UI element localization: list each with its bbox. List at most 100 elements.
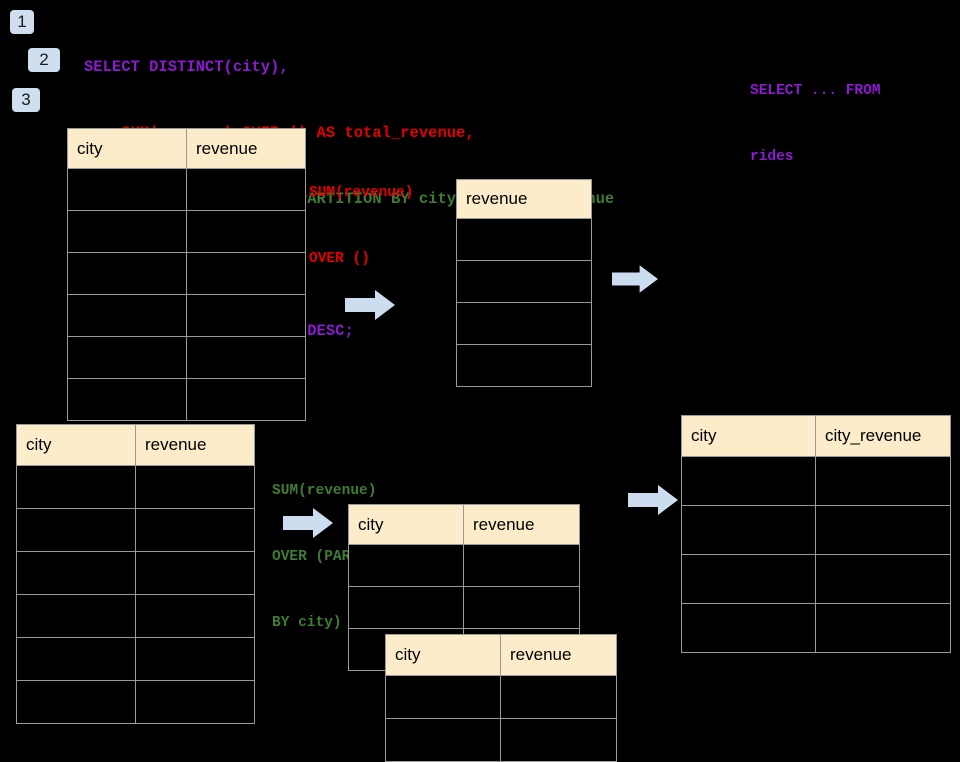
table-cell bbox=[385, 675, 501, 719]
table-row bbox=[67, 378, 306, 421]
table-cell bbox=[67, 378, 187, 421]
table-cell bbox=[681, 554, 816, 604]
table-row bbox=[681, 603, 951, 653]
table-cell bbox=[815, 505, 951, 555]
annotation-select-from: SELECT ... FROM rides bbox=[750, 36, 881, 190]
column-header-revenue: revenue bbox=[135, 424, 255, 466]
table-cell bbox=[186, 378, 306, 421]
table-cell bbox=[67, 336, 187, 379]
table-cell bbox=[385, 718, 501, 762]
table-header-row: city revenue bbox=[385, 634, 617, 676]
table-cell bbox=[815, 554, 951, 604]
table-row bbox=[67, 252, 306, 295]
table-row bbox=[16, 680, 255, 724]
table-body bbox=[16, 465, 255, 724]
annotation-sum-over-empty: SUM(revenue) OVER () bbox=[309, 138, 413, 292]
table-body bbox=[67, 168, 306, 421]
table-cell bbox=[16, 594, 136, 638]
table-cell bbox=[67, 252, 187, 295]
table-row bbox=[681, 456, 951, 506]
table-body bbox=[456, 218, 592, 387]
column-header-revenue: revenue bbox=[463, 504, 580, 545]
table-cell bbox=[463, 544, 580, 587]
arrow-total-to-result bbox=[612, 265, 658, 293]
table-row bbox=[16, 465, 255, 509]
table-row bbox=[16, 551, 255, 595]
table-cell bbox=[135, 465, 255, 509]
table-cell bbox=[67, 168, 187, 211]
column-header-city: city bbox=[681, 415, 816, 457]
table-cell bbox=[67, 210, 187, 253]
table-row bbox=[348, 586, 580, 629]
result-table: city city_revenue bbox=[681, 415, 951, 653]
table-cell bbox=[186, 336, 306, 379]
table-cell bbox=[186, 252, 306, 295]
column-header-revenue: revenue bbox=[456, 179, 592, 219]
column-header-city: city bbox=[348, 504, 464, 545]
rides-table-top: city revenue bbox=[67, 128, 306, 421]
column-header-revenue: revenue bbox=[500, 634, 617, 676]
column-header-city: city bbox=[67, 128, 187, 169]
table-header-row: city city_revenue bbox=[681, 415, 951, 457]
annotation-sum-over-partition-line3: BY city) bbox=[272, 615, 342, 631]
table-row bbox=[456, 260, 592, 303]
table-row bbox=[385, 718, 617, 762]
table-cell bbox=[135, 680, 255, 724]
annotation-sum-over-partition-line1: SUM(revenue) bbox=[272, 483, 377, 499]
table-row bbox=[681, 505, 951, 555]
column-header-city-revenue: city_revenue bbox=[815, 415, 951, 457]
table-cell bbox=[135, 551, 255, 595]
table-cell bbox=[135, 594, 255, 638]
table-header-row: revenue bbox=[456, 179, 592, 219]
table-cell bbox=[681, 456, 816, 506]
table-row bbox=[348, 544, 580, 587]
total-revenue-table: revenue bbox=[456, 179, 592, 387]
table-cell bbox=[456, 218, 592, 261]
table-cell bbox=[456, 302, 592, 345]
annotation-select-from-line2: rides bbox=[750, 149, 794, 165]
column-header-city: city bbox=[16, 424, 136, 466]
table-cell bbox=[16, 680, 136, 724]
table-cell bbox=[16, 637, 136, 681]
table-cell bbox=[681, 505, 816, 555]
table-header-row: city revenue bbox=[16, 424, 255, 466]
rides-table-bottom: city revenue bbox=[16, 424, 255, 724]
table-cell bbox=[16, 508, 136, 552]
table-row bbox=[456, 302, 592, 345]
column-header-city: city bbox=[385, 634, 501, 676]
arrow-rides-to-partition bbox=[283, 508, 333, 538]
table-cell bbox=[456, 344, 592, 387]
table-cell bbox=[815, 456, 951, 506]
annotation-select-from-line1: SELECT ... FROM bbox=[750, 83, 881, 99]
arrow-rides-to-total bbox=[345, 290, 395, 320]
table-cell bbox=[135, 637, 255, 681]
table-cell bbox=[16, 465, 136, 509]
table-row bbox=[385, 675, 617, 719]
table-cell bbox=[135, 508, 255, 552]
step-badge-2[interactable]: 2 bbox=[28, 48, 60, 72]
table-row bbox=[16, 508, 255, 552]
table-header-row: city revenue bbox=[348, 504, 580, 545]
table-row bbox=[456, 344, 592, 387]
table-cell bbox=[186, 294, 306, 337]
arrow-partition-to-result bbox=[628, 485, 678, 515]
table-row bbox=[67, 294, 306, 337]
table-row bbox=[67, 336, 306, 379]
table-row bbox=[67, 168, 306, 211]
table-cell bbox=[456, 260, 592, 303]
table-cell bbox=[348, 586, 464, 629]
table-cell bbox=[463, 586, 580, 629]
table-cell bbox=[67, 294, 187, 337]
table-cell bbox=[186, 168, 306, 211]
step-badge-1[interactable]: 1 bbox=[10, 10, 34, 34]
sql-line-1: SELECT DISTINCT(city), bbox=[84, 58, 289, 76]
annotation-sum-over-empty-line1: SUM(revenue) bbox=[309, 185, 414, 201]
partition-table-lower: city revenue bbox=[385, 634, 617, 762]
step-badge-3[interactable]: 3 bbox=[12, 88, 40, 112]
table-header-row: city revenue bbox=[67, 128, 306, 169]
table-row bbox=[681, 554, 951, 604]
slide-canvas: { "steps": [ { "label": "1" }, { "label"… bbox=[10, 10, 951, 762]
table-body bbox=[385, 675, 617, 762]
table-row bbox=[456, 218, 592, 261]
table-cell bbox=[16, 551, 136, 595]
